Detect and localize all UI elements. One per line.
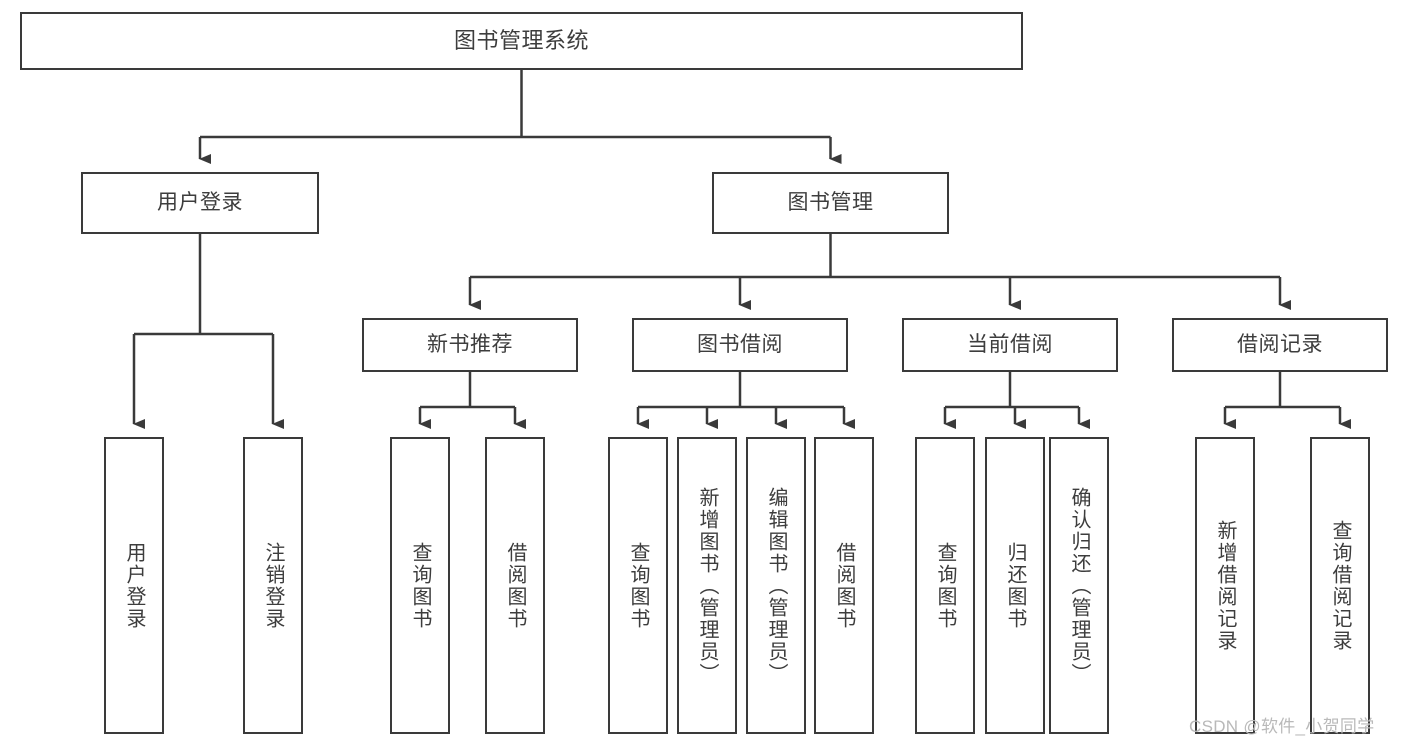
node-label-leaf-add-record: 新增借阅记录	[1214, 519, 1236, 652]
node-leaf-query-book-2[interactable]: 查询图书	[608, 437, 668, 734]
node-label-leaf-user-login: 用户登录	[123, 541, 145, 630]
node-borrow-record[interactable]: 借阅记录	[1172, 318, 1388, 372]
node-label-current-borrow: 当前借阅	[967, 332, 1053, 356]
node-label-leaf-user-logout: 注销登录	[262, 541, 284, 630]
node-label-leaf-add-book: 新增图书（管理员）	[696, 486, 718, 685]
node-leaf-user-login[interactable]: 用户登录	[104, 437, 164, 734]
node-label-leaf-query-book-3: 查询图书	[934, 541, 956, 630]
node-leaf-query-book-3[interactable]: 查询图书	[915, 437, 975, 734]
node-label-root: 图书管理系统	[453, 28, 589, 54]
node-label-leaf-edit-book: 编辑图书（管理员）	[765, 486, 787, 685]
node-new-book-recommend[interactable]: 新书推荐	[362, 318, 578, 372]
node-label-leaf-return-book: 归还图书	[1004, 541, 1026, 630]
node-label-leaf-borrow-book-2: 借阅图书	[833, 541, 855, 630]
node-leaf-borrow-book-2[interactable]: 借阅图书	[814, 437, 874, 734]
node-label-new-book-recommend: 新书推荐	[427, 332, 513, 356]
node-leaf-return-book[interactable]: 归还图书	[985, 437, 1045, 734]
node-user-login[interactable]: 用户登录	[81, 172, 319, 234]
node-label-book-borrow: 图书借阅	[697, 332, 783, 356]
node-label-leaf-query-record: 查询借阅记录	[1329, 519, 1351, 652]
node-leaf-user-logout[interactable]: 注销登录	[243, 437, 303, 734]
node-book-manage[interactable]: 图书管理	[712, 172, 949, 234]
node-label-book-manage: 图书管理	[787, 190, 874, 214]
node-label-leaf-borrow-book-1: 借阅图书	[504, 541, 526, 630]
node-label-leaf-query-book-1: 查询图书	[409, 541, 431, 630]
node-leaf-borrow-book-1[interactable]: 借阅图书	[485, 437, 545, 734]
csdn-watermark: CSDN @软件_小贺同学	[1189, 717, 1375, 736]
node-current-borrow[interactable]: 当前借阅	[902, 318, 1118, 372]
node-leaf-confirm-return[interactable]: 确认归还（管理员）	[1049, 437, 1109, 734]
node-leaf-query-book-1[interactable]: 查询图书	[390, 437, 450, 734]
node-leaf-edit-book[interactable]: 编辑图书（管理员）	[746, 437, 806, 734]
node-leaf-add-book[interactable]: 新增图书（管理员）	[677, 437, 737, 734]
node-leaf-add-record[interactable]: 新增借阅记录	[1195, 437, 1255, 734]
node-root[interactable]: 图书管理系统	[20, 12, 1023, 70]
node-label-leaf-query-book-2: 查询图书	[627, 541, 649, 630]
node-label-user-login: 用户登录	[157, 190, 243, 214]
node-leaf-query-record[interactable]: 查询借阅记录	[1310, 437, 1370, 734]
node-label-leaf-confirm-return: 确认归还（管理员）	[1068, 486, 1090, 685]
node-book-borrow[interactable]: 图书借阅	[632, 318, 848, 372]
node-label-borrow-record: 借阅记录	[1237, 332, 1323, 356]
